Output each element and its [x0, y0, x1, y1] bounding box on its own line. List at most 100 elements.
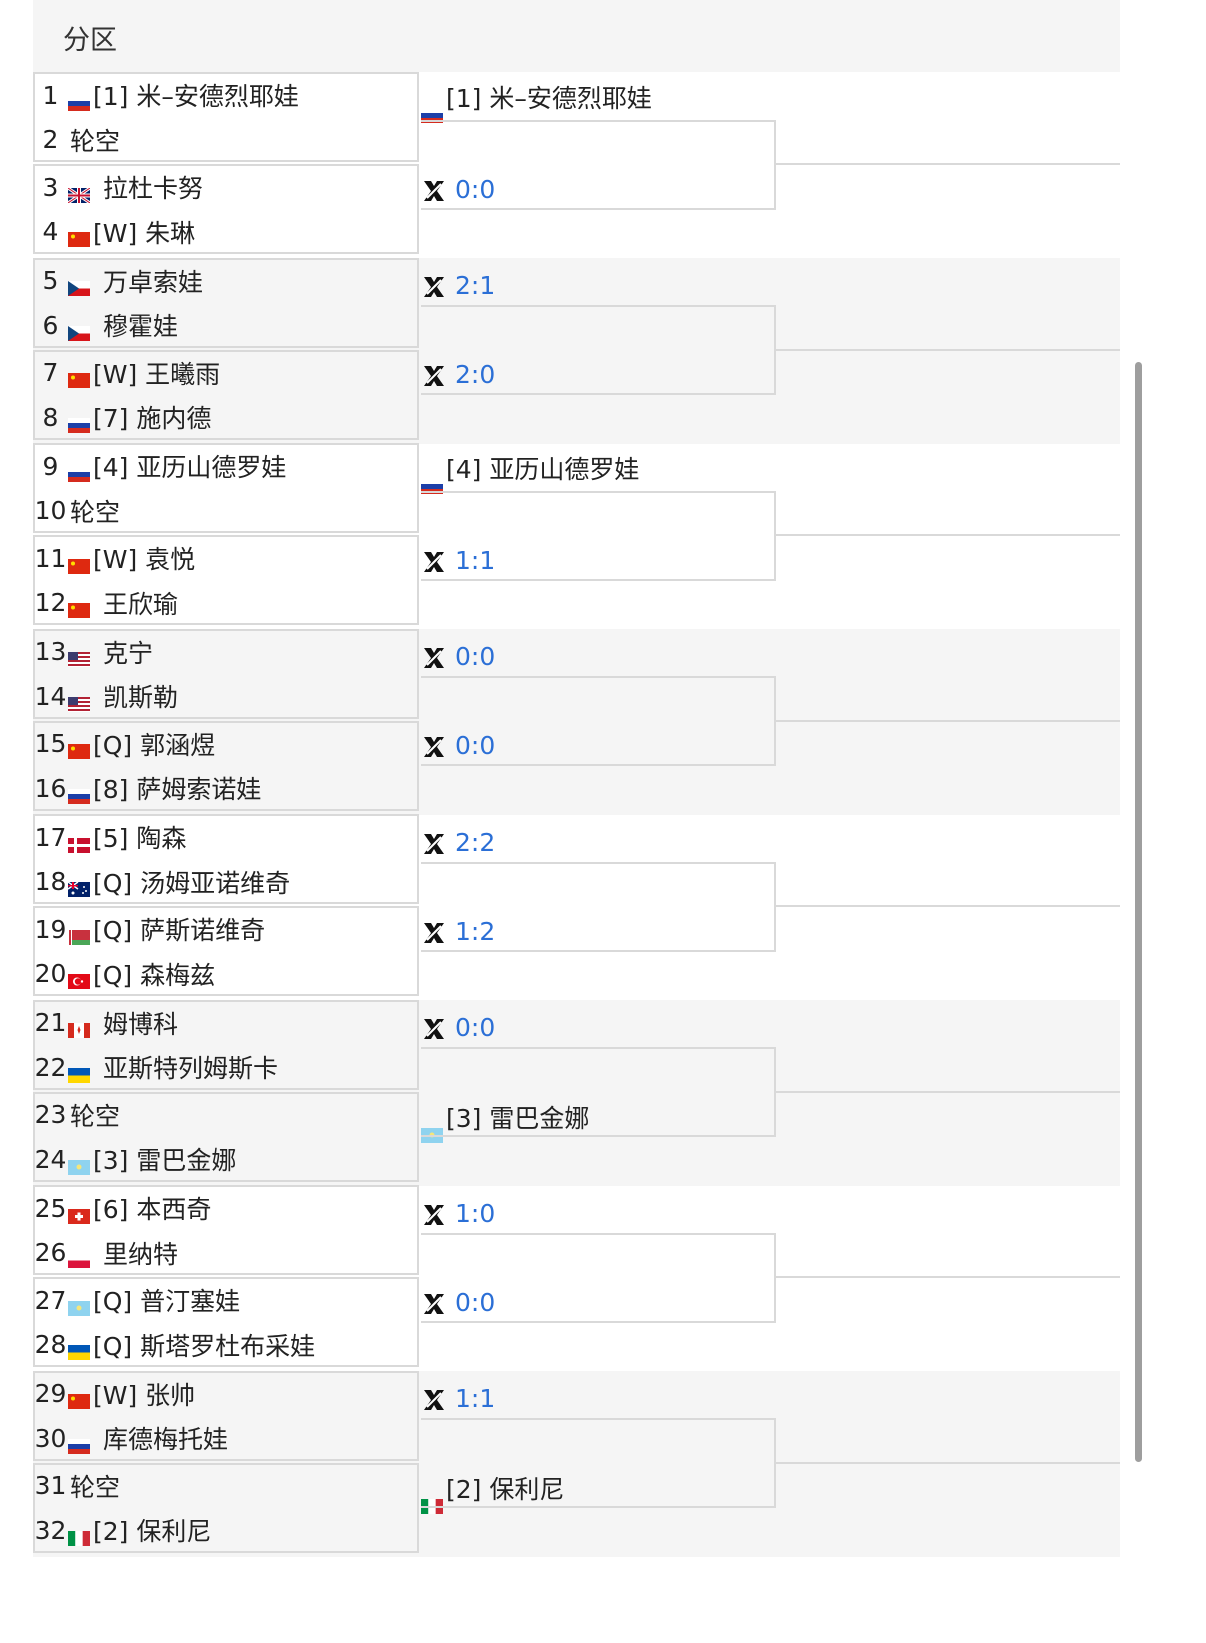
- section-title: 分区: [63, 25, 117, 56]
- draw-position: 29: [34, 1379, 67, 1408]
- match-score[interactable]: 1:0: [421, 1185, 776, 1230]
- player-name: [7] 施内德: [93, 404, 212, 433]
- score-link[interactable]: 0:0: [455, 174, 496, 204]
- player-name: [2] 保利尼: [93, 1517, 212, 1546]
- draw-position: 18: [34, 867, 67, 896]
- draw-position: 8: [42, 402, 59, 432]
- player-row[interactable]: 8 [7] 施内德: [33, 394, 419, 440]
- player-row[interactable]: 17[5] 陶森: [33, 814, 419, 860]
- score-link[interactable]: 2:0: [455, 360, 496, 389]
- score-link[interactable]: 0:0: [455, 1013, 496, 1042]
- score-link[interactable]: 1:1: [455, 545, 496, 575]
- player-name: [Q] 斯塔罗杜布采娃: [93, 1331, 316, 1361]
- player-row[interactable]: 24[3] 雷巴金娜: [33, 1136, 419, 1182]
- score-link[interactable]: 1:0: [455, 1198, 496, 1228]
- bracket-line: [776, 719, 1120, 722]
- flag-icon-ru: [68, 459, 90, 482]
- draw-position: 12: [34, 588, 67, 617]
- match-score[interactable]: 1:2: [421, 903, 776, 948]
- player-row[interactable]: 4[W] 朱琳: [33, 209, 419, 255]
- flag-icon-tr: [68, 966, 90, 989]
- bracket-connector: [421, 676, 776, 766]
- draw-position: 10: [34, 496, 67, 525]
- versus-icon: [421, 178, 447, 204]
- player-row[interactable]: 16[8] 萨姆索诺娃: [33, 765, 419, 811]
- player-row[interactable]: 28[Q] 斯塔罗杜布采娃: [33, 1322, 419, 1368]
- scrollbar[interactable]: [1135, 362, 1142, 1462]
- score-link[interactable]: 1:1: [455, 1384, 496, 1413]
- flag-icon-dk: [68, 830, 90, 853]
- bracket-connector: [421, 861, 776, 952]
- flag-icon-ru: [68, 88, 90, 111]
- versus-icon: [421, 274, 447, 300]
- score-link[interactable]: 2:1: [455, 271, 496, 300]
- bracket-connector: [421, 490, 776, 581]
- player-row[interactable]: 19[Q] 萨斯诺维奇: [33, 906, 419, 952]
- bracket-line: [776, 1461, 1120, 1464]
- advanced-player[interactable]: [1] 米–安德烈耶娃: [421, 72, 776, 123]
- match-score[interactable]: 1:1: [421, 532, 776, 577]
- player-row[interactable]: 29[W] 张帅: [33, 1371, 419, 1417]
- draw-position: 14: [34, 681, 67, 711]
- match-box: [33, 349, 419, 440]
- flag-icon-ch: [68, 1201, 90, 1224]
- draw-position: 1: [42, 80, 59, 110]
- player-row[interactable]: 7[W] 王曦雨: [33, 350, 419, 396]
- match-score[interactable]: 2:2: [421, 814, 776, 859]
- player-row[interactable]: 18[Q] 汤姆亚诺维奇: [33, 859, 419, 905]
- match-box: [33, 72, 419, 162]
- match-score[interactable]: 0:0: [421, 718, 776, 763]
- score-link[interactable]: 0:0: [455, 642, 496, 671]
- player-name: [1] 米–安德烈耶娃: [93, 82, 299, 111]
- player-row[interactable]: 1 [1] 米–安德烈耶娃: [33, 72, 419, 118]
- match-score[interactable]: 1:1: [421, 1371, 776, 1416]
- player-row[interactable]: 9[4] 亚历山德罗娃: [33, 443, 419, 489]
- advanced-player[interactable]: [4] 亚历山德罗娃: [421, 443, 776, 494]
- player-row[interactable]: 32[2] 保利尼: [33, 1507, 419, 1553]
- draw-position: 4: [42, 217, 59, 246]
- player-name: [Q] 郭涵煜: [93, 730, 216, 760]
- score-link[interactable]: 1:2: [455, 916, 496, 946]
- player-name: [W] 王曦雨: [93, 359, 221, 389]
- player-row[interactable]: 15 [Q] 郭涵煜: [33, 721, 419, 767]
- match-score[interactable]: 0:0: [421, 1000, 776, 1045]
- match-score[interactable]: 0:0: [421, 1274, 776, 1319]
- player-row[interactable]: 11[W] 袁悦: [33, 535, 419, 581]
- match-score[interactable]: 0:0: [421, 161, 776, 206]
- player-row[interactable]: 27[Q] 普汀塞娃: [33, 1277, 419, 1323]
- player-row[interactable]: 12 王欣瑜: [33, 580, 419, 626]
- flag-icon-it: [68, 1523, 90, 1546]
- match-score[interactable]: 0:0: [421, 629, 776, 674]
- player-name: 拉杜卡努: [103, 174, 204, 203]
- flag-icon-ua: [68, 1337, 90, 1360]
- draw-position: 15: [34, 729, 67, 758]
- score-link[interactable]: 0:0: [455, 1287, 496, 1317]
- match-score[interactable]: 2:0: [421, 347, 776, 392]
- flag-icon-ru: [421, 471, 443, 494]
- player-row[interactable]: 25[6] 本西奇: [33, 1185, 419, 1231]
- score-link[interactable]: 0:0: [455, 731, 496, 760]
- player-row[interactable]: 20[Q] 森梅兹: [33, 951, 419, 997]
- match-box: [33, 1370, 419, 1461]
- score-link[interactable]: 2:2: [455, 827, 496, 857]
- player-name: [4] 亚历山德罗娃: [93, 453, 287, 482]
- player-name: 王欣瑜: [103, 589, 179, 619]
- bracket-connector: [421, 1047, 776, 1137]
- match-score[interactable]: 2:1: [421, 258, 776, 303]
